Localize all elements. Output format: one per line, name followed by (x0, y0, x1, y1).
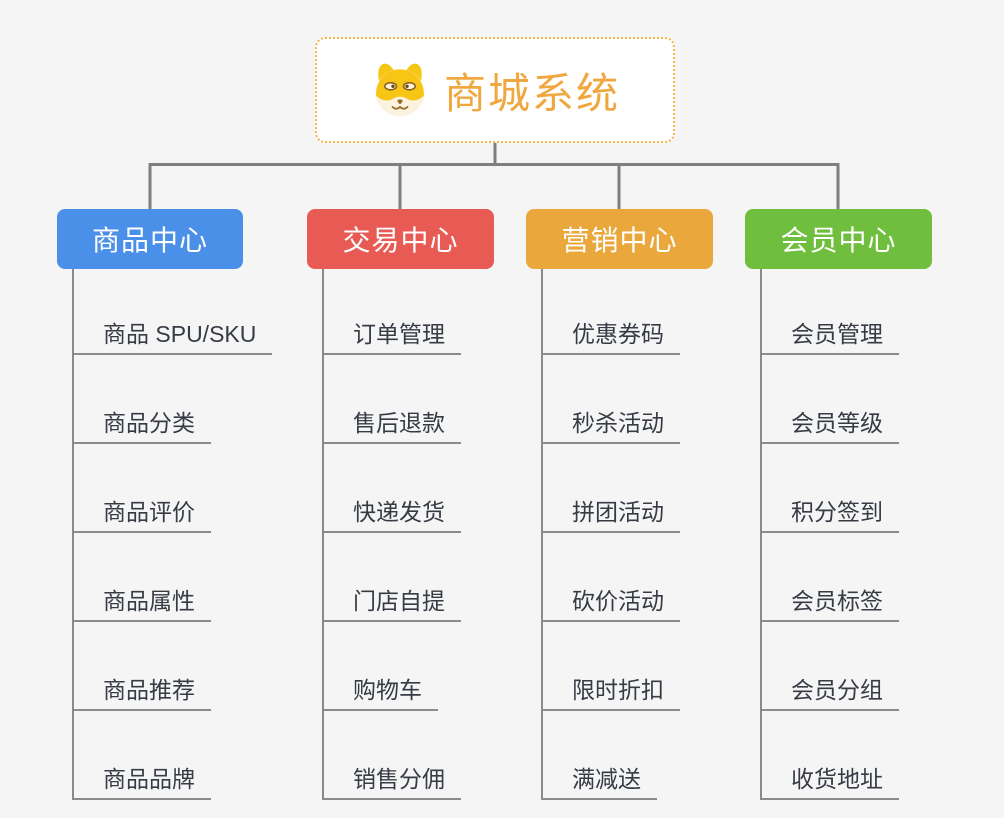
subtopic[interactable]: 快递发货 (322, 493, 461, 533)
subtopic[interactable]: 售后退款 (322, 404, 461, 444)
subtopic[interactable]: 会员管理 (760, 315, 899, 355)
subtopic[interactable]: 会员分组 (760, 671, 899, 711)
subtopic[interactable]: 商品品牌 (72, 760, 211, 800)
subtopic[interactable]: 门店自提 (322, 582, 461, 622)
branch-label: 交易中心 (342, 225, 459, 256)
subtopic[interactable]: 销售分佣 (322, 760, 461, 800)
branch-marketing-center[interactable]: 营销中心 (526, 209, 713, 269)
column-connector-line (72, 269, 74, 800)
branch-product-center[interactable]: 商品中心 (57, 209, 243, 269)
subtopic[interactable]: 会员标签 (760, 582, 899, 622)
subtopic[interactable]: 商品推荐 (72, 671, 211, 711)
subtopic[interactable]: 会员等级 (760, 404, 899, 444)
column-connector-line (322, 269, 324, 800)
column-connector-line (541, 269, 543, 800)
subtopic[interactable]: 积分签到 (760, 493, 899, 533)
root-topic-label: 商城系统 (443, 69, 620, 117)
dog-face-icon (375, 63, 425, 117)
root-topic[interactable]: 商城系统 (315, 37, 675, 143)
subtopic[interactable]: 收货地址 (760, 760, 899, 800)
subtopic[interactable]: 拼团活动 (541, 493, 680, 533)
subtopic[interactable]: 商品属性 (72, 582, 211, 622)
branch-trade-center[interactable]: 交易中心 (307, 209, 494, 269)
subtopic[interactable]: 优惠券码 (541, 315, 680, 355)
subtopic[interactable]: 限时折扣 (541, 671, 680, 711)
subtopic[interactable]: 满减送 (541, 760, 657, 800)
subtopic[interactable]: 购物车 (322, 671, 438, 711)
subtopic[interactable]: 砍价活动 (541, 582, 680, 622)
subtopic[interactable]: 订单管理 (322, 315, 461, 355)
subtopic[interactable]: 商品分类 (72, 404, 211, 444)
branch-label: 会员中心 (780, 225, 897, 256)
subtopic[interactable]: 商品 SPU/SKU (72, 315, 273, 355)
subtopic[interactable]: 商品评价 (72, 493, 211, 533)
subtopic[interactable]: 秒杀活动 (541, 404, 680, 444)
branch-label: 营销中心 (561, 225, 678, 256)
branch-label: 商品中心 (91, 225, 208, 256)
branch-member-center[interactable]: 会员中心 (745, 209, 932, 269)
column-connector-line (760, 269, 762, 800)
canvas-bottom-edge (0, 818, 1004, 840)
